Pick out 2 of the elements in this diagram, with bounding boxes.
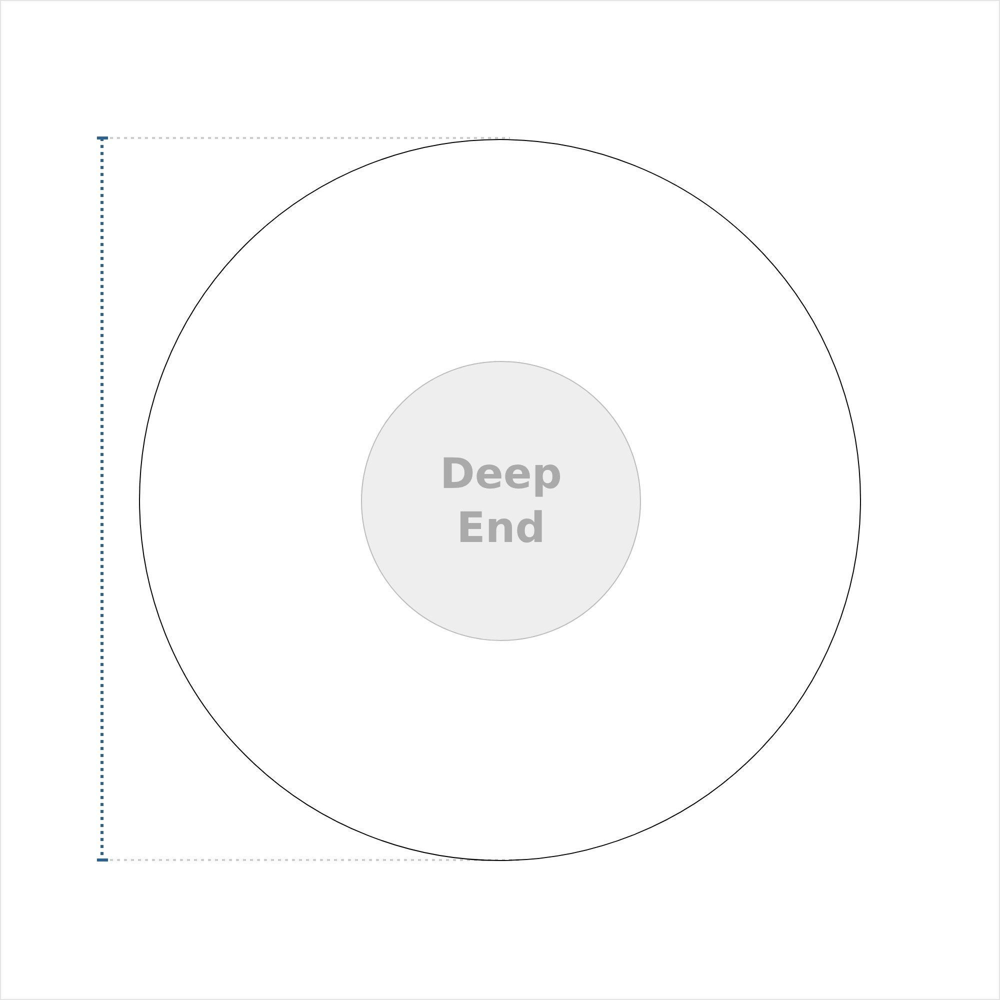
pool-outline: [139, 139, 861, 861]
area-label: Deep End: [439, 448, 563, 554]
